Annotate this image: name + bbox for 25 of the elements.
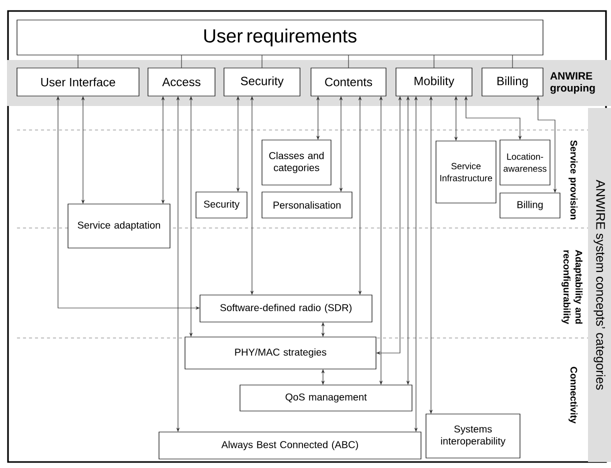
category-strip: ANWIRE system concepts’ categories xyxy=(588,108,611,462)
concept-box: Classes and categories xyxy=(262,140,332,186)
concept-box: PHY/MAC strategies xyxy=(184,336,376,370)
group-box: Mobility xyxy=(396,68,472,96)
connector-line xyxy=(348,54,349,68)
concept-box: Always Best Connected (ABC) xyxy=(158,432,422,460)
concept-box: Service adaptation xyxy=(68,204,170,248)
group-box: Contents xyxy=(310,68,386,96)
concept-box: Billing xyxy=(500,192,560,218)
concept-box: Personalisation xyxy=(262,192,352,218)
concept-box: Service Infrastructure xyxy=(436,140,496,204)
group-box: Security xyxy=(224,68,300,96)
requirements-box: User requirements xyxy=(16,20,544,56)
group-box: Access xyxy=(148,68,216,96)
concept-box: Systems interoperability xyxy=(426,414,520,458)
connector-line xyxy=(181,54,182,68)
category-label: Service provision xyxy=(568,140,578,220)
concept-box: Location-awareness xyxy=(500,140,550,186)
group-box: Billing xyxy=(482,68,544,96)
connector-line xyxy=(512,54,513,68)
category-label: Connectivity xyxy=(568,366,578,424)
concept-box: Software-defined radio (SDR) xyxy=(200,294,372,322)
group-box: User Interface xyxy=(16,68,140,96)
concept-box: QoS management xyxy=(240,384,412,412)
concept-box: Security xyxy=(196,192,248,218)
